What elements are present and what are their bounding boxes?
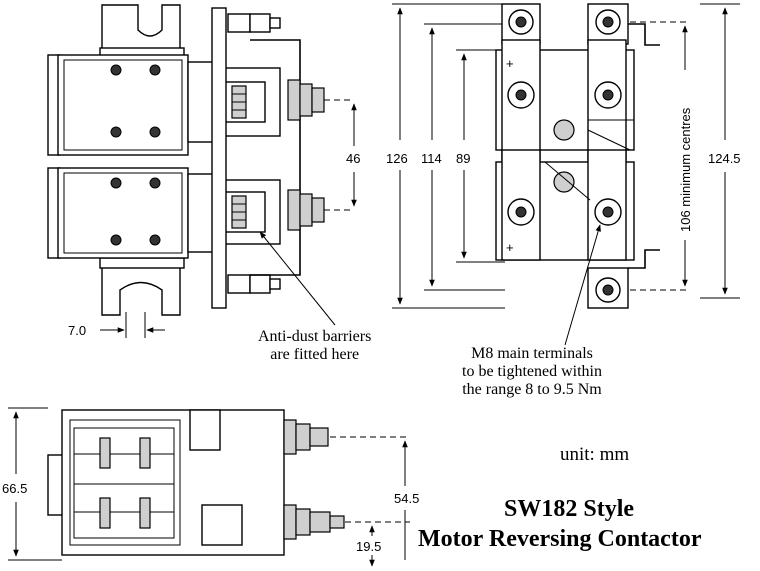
dim-126: 126 (386, 151, 408, 166)
dim-54-5: 54.5 (394, 491, 419, 506)
title-line2: Motor Reversing Contactor (418, 526, 702, 552)
dim-19-5: 19.5 (356, 539, 381, 554)
barriers-callout: Anti-dust barriers are fitted here (258, 328, 371, 364)
terminals-callout-line3: the range 8 to 9.5 Nm (462, 381, 602, 398)
plus-sign-bottom: + (506, 240, 514, 255)
dim-46: 46 (346, 151, 360, 166)
upper-coil-body (57, 54, 189, 156)
dim-106-min-centres: 106 minimum centres (678, 107, 693, 232)
plus-sign-top: + (506, 56, 514, 71)
top-bracket (101, 4, 181, 51)
terminals-callout-line1: M8 main terminals (471, 345, 593, 362)
dim-66-5: 66.5 (2, 481, 27, 496)
dim-114: 114 (421, 151, 442, 166)
barriers-callout-line2: are fitted here (270, 346, 360, 363)
unit-note: unit: mm (560, 444, 630, 465)
front-view (392, 3, 740, 346)
lower-coil-body (57, 167, 189, 259)
dim-89: 89 (456, 151, 470, 166)
title-line1: SW182 Style (504, 496, 635, 522)
bottom-bracket-base (99, 257, 185, 269)
bottom-bracket (101, 264, 181, 316)
end-view (8, 407, 410, 567)
barriers-callout-line1: Anti-dust barriers (258, 328, 372, 345)
dim-124-5: 124.5 (708, 151, 741, 166)
dim-7-0: 7.0 (68, 323, 86, 338)
terminals-callout: M8 main terminals to be tightened within… (462, 345, 602, 399)
terminals-callout-line2: to be tightened within (462, 363, 602, 380)
side-view (47, 4, 357, 338)
